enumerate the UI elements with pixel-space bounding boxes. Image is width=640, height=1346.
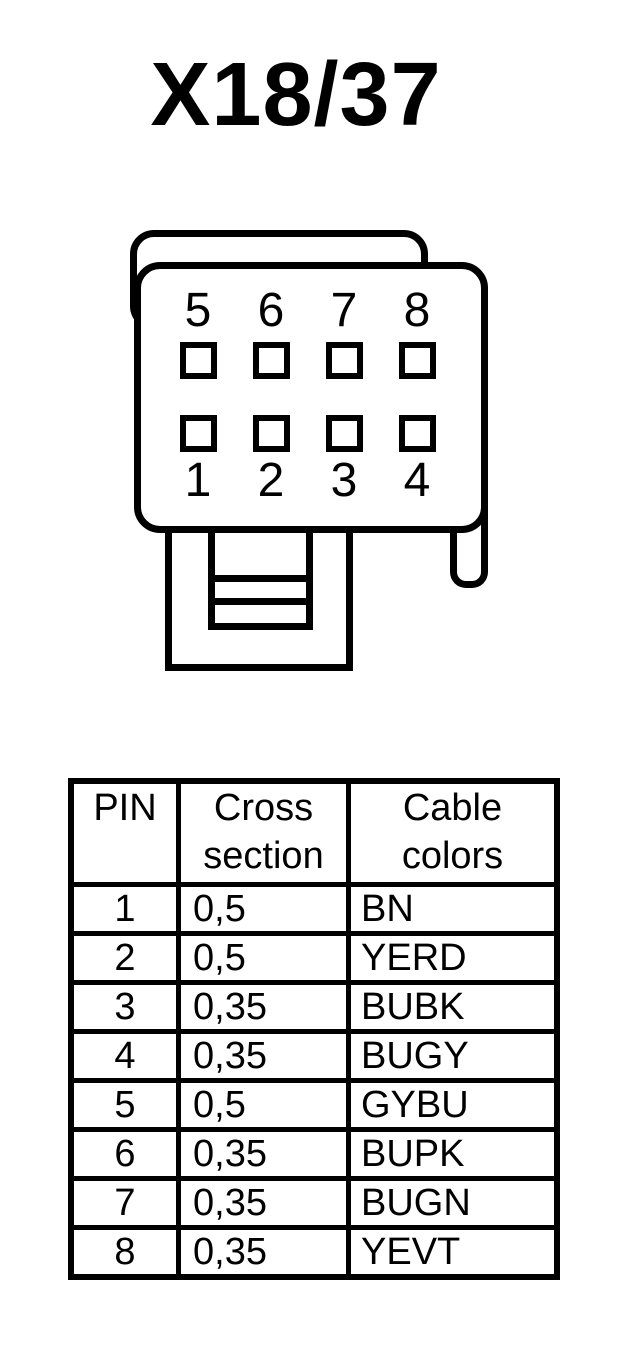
header-pin: PIN — [68, 778, 181, 887]
cross-section-cell: 0,35 — [176, 1225, 351, 1280]
table-row: 7 0,35 BUGN — [68, 1176, 560, 1230]
connector-diagram: 5 6 7 8 1 2 3 4 — [130, 230, 488, 671]
pin-cell: 5 — [68, 1078, 181, 1132]
pin-label-7: 7 — [330, 284, 358, 337]
connector-title: X18/37 — [150, 45, 442, 145]
cross-section-cell: 0,35 — [176, 980, 351, 1034]
pin-table-header: PIN Cross section Cable colors — [68, 778, 560, 887]
cable-color-cell: GYBU — [346, 1078, 560, 1132]
cross-section-cell: 0,5 — [176, 931, 351, 985]
pin-cell: 3 — [68, 980, 181, 1034]
latch-divider-line — [213, 575, 308, 582]
pin-cell: 4 — [68, 1029, 181, 1083]
pin-table: PIN Cross section Cable colors 1 0,5 BN … — [68, 778, 560, 1280]
cable-color-cell: BUGY — [346, 1029, 560, 1083]
cable-color-cell: YEVT — [346, 1225, 560, 1280]
pin-label-4: 4 — [403, 454, 431, 507]
cross-section-cell: 0,35 — [176, 1176, 351, 1230]
cable-color-cell: BUBK — [346, 980, 560, 1034]
cross-section-cell: 0,5 — [176, 1078, 351, 1132]
pin-slot-4 — [399, 415, 436, 452]
cross-section-cell: 0,5 — [176, 882, 351, 936]
pin-cell: 7 — [68, 1176, 181, 1230]
latch-divider-line — [213, 598, 308, 605]
cable-color-cell: BUPK — [346, 1127, 560, 1181]
pin-slot-2 — [253, 415, 290, 452]
table-row: 6 0,35 BUPK — [68, 1127, 560, 1181]
pin-label-1: 1 — [184, 454, 212, 507]
pin-slot-7 — [326, 342, 363, 379]
pin-slot-3 — [326, 415, 363, 452]
cable-color-cell: YERD — [346, 931, 560, 985]
pin-label-3: 3 — [330, 454, 358, 507]
table-row: 4 0,35 BUGY — [68, 1029, 560, 1083]
cable-color-cell: BUGN — [346, 1176, 560, 1230]
pin-label-6: 6 — [257, 284, 285, 337]
pin-label-5: 5 — [184, 284, 212, 337]
pin-cell: 1 — [68, 882, 181, 936]
table-row: 2 0,5 YERD — [68, 931, 560, 985]
table-row: 1 0,5 BN — [68, 882, 560, 936]
pin-slot-5 — [180, 342, 217, 379]
pin-slot-6 — [253, 342, 290, 379]
pin-slot-8 — [399, 342, 436, 379]
pin-label-2: 2 — [257, 454, 285, 507]
cable-color-cell: BN — [346, 882, 560, 936]
table-row: 5 0,5 GYBU — [68, 1078, 560, 1132]
table-row: 8 0,35 YEVT — [68, 1225, 560, 1280]
cross-section-cell: 0,35 — [176, 1127, 351, 1181]
table-row: 3 0,35 BUBK — [68, 980, 560, 1034]
cross-section-cell: 0,35 — [176, 1029, 351, 1083]
pin-label-8: 8 — [403, 284, 431, 337]
header-cable-colors: Cable colors — [346, 778, 560, 887]
pin-cell: 8 — [68, 1225, 181, 1280]
connector-front-shell — [134, 262, 488, 533]
pin-slot-1 — [180, 415, 217, 452]
pin-cell: 2 — [68, 931, 181, 985]
pin-cell: 6 — [68, 1127, 181, 1181]
header-cross-section: Cross section — [176, 778, 351, 887]
